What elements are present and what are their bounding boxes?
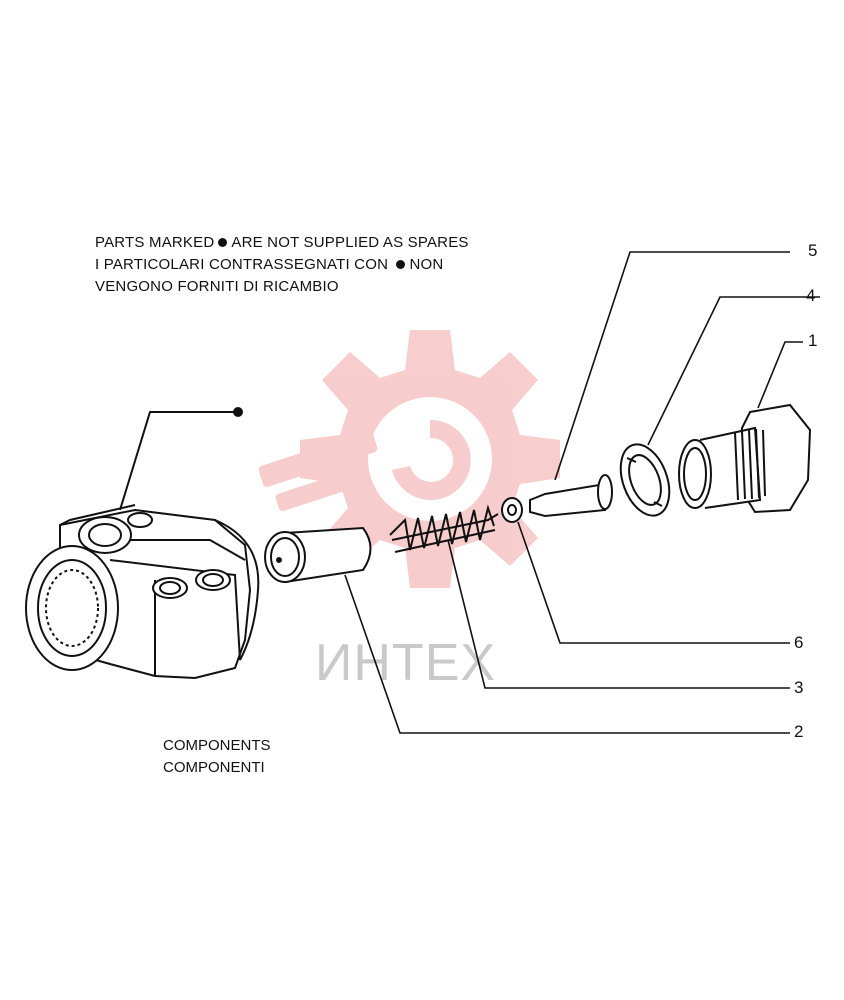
part-2-piston — [264, 526, 372, 583]
spares-note-it-part-2: NON — [409, 256, 444, 273]
watermark-text: ИНТЕХ — [315, 634, 496, 692]
spares-note-it-part-1: I PARTICOLARI CONTRASSEGNATI CON — [95, 256, 389, 273]
leader-3 — [447, 539, 790, 689]
spares-note-en-part-2: ARE NOT SUPPLIED AS SPARES — [231, 234, 469, 251]
not-supplied-dot-icon — [233, 407, 243, 417]
callout-5: 5 — [808, 241, 818, 260]
spares-note-line-1: PARTS MARKED ARE NOT SUPPLIED AS SPARES — [95, 232, 469, 254]
bullet-dot-icon — [396, 260, 406, 270]
caption-en: COMPONENTS — [163, 737, 271, 754]
spares-note-line-2: I PARTICOLARI CONTRASSEGNATI CON NON — [95, 254, 469, 276]
leader-housing — [119, 411, 236, 511]
leader-5 — [554, 251, 790, 481]
callout-6: 6 — [794, 633, 804, 652]
leader-6 — [517, 521, 790, 644]
spares-note: PARTS MARKED ARE NOT SUPPLIED AS SPARES I… — [95, 232, 469, 298]
diagram-caption: COMPONENTS COMPONENTI — [163, 735, 271, 779]
part-1-plug — [678, 403, 812, 514]
part-3-spring — [389, 504, 499, 553]
callout-4: 4 — [806, 286, 816, 305]
caption-it: COMPONENTI — [163, 759, 265, 776]
spares-note-en-part-1: PARTS MARKED — [95, 234, 215, 251]
bullet-dot-icon — [218, 238, 228, 248]
callout-2: 2 — [794, 722, 804, 741]
callout-1: 1 — [808, 331, 818, 350]
watermark-gear-icon — [258, 330, 560, 588]
leader-2 — [344, 574, 790, 734]
part-5-pin — [529, 474, 613, 518]
leader-4 — [647, 296, 820, 446]
spares-note-line-3: VENGONO FORNITI DI RICAMBIO — [95, 278, 339, 295]
leader-1 — [757, 341, 803, 409]
callout-3: 3 — [794, 678, 804, 697]
valve-housing — [25, 504, 260, 680]
part-6-washer — [501, 497, 523, 523]
part-4-ring-nut — [619, 443, 671, 517]
